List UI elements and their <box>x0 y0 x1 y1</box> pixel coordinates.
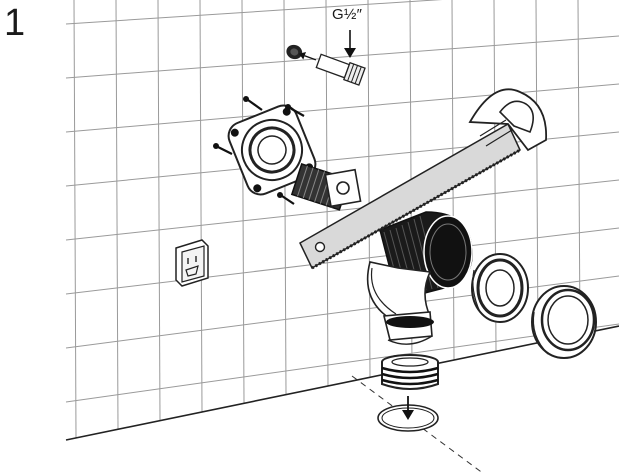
thread-adapter <box>284 30 365 85</box>
floor-line <box>66 326 619 474</box>
threaded-nipple <box>382 355 438 389</box>
thread-size-label: G½″ <box>332 6 362 23</box>
cover-cap <box>532 286 596 358</box>
seal-ring <box>472 254 528 322</box>
elbow-pipe <box>368 212 473 344</box>
drain-ring <box>378 396 438 431</box>
socket-icon <box>176 240 208 286</box>
installation-box <box>292 164 361 210</box>
step-number: 1 <box>4 0 25 46</box>
